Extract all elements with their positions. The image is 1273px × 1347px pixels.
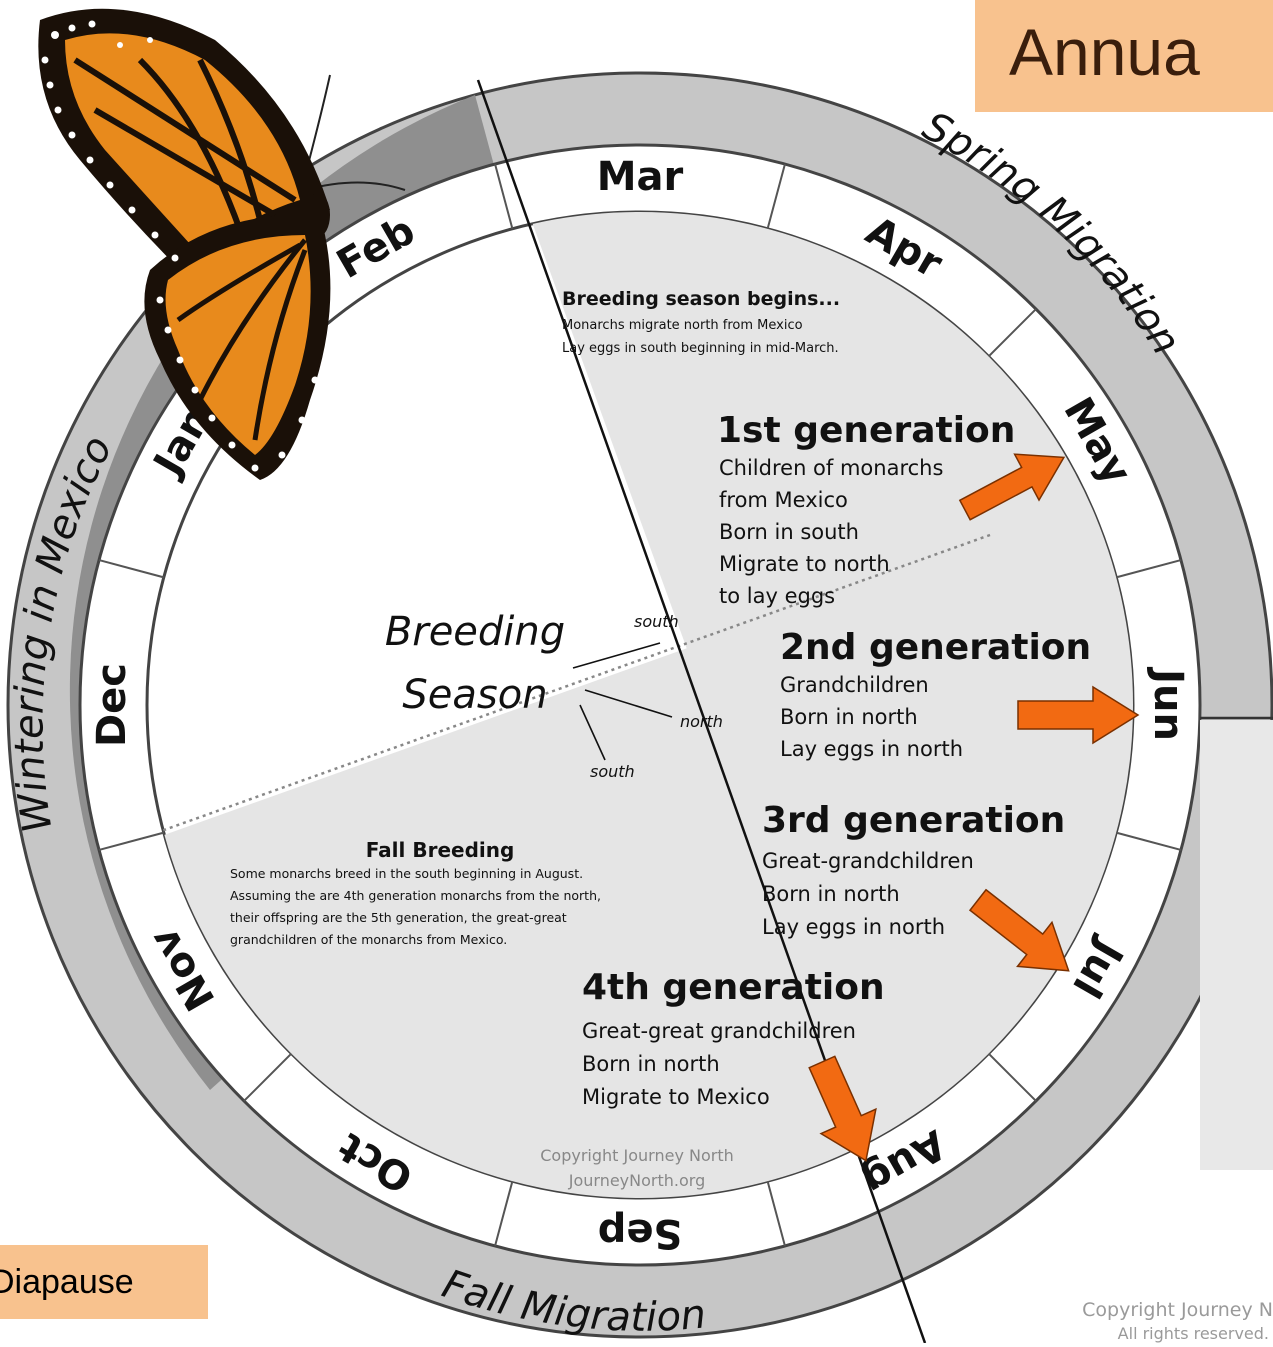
south-label-top: south: [634, 612, 679, 631]
fall-breeding-heading: Fall Breeding: [366, 838, 515, 862]
gen1-line-3: Born in south: [719, 520, 859, 544]
gen4-line-3: Migrate to Mexico: [582, 1085, 770, 1109]
breeding-begins-line-1: Monarchs migrate north from Mexico: [562, 318, 803, 333]
gen1-line-4: Migrate to north: [719, 552, 890, 576]
gen1-line-2: from Mexico: [719, 488, 848, 512]
gen2-line-3: Lay eggs in north: [780, 737, 963, 761]
gen4-line-1: Great-great grandchildren: [582, 1019, 856, 1043]
gen1-line-1: Children of monarchs: [719, 456, 943, 480]
month-label-sep: Sep: [598, 1210, 683, 1256]
gen1-heading: 1st generation: [717, 410, 1015, 451]
month-label-jun: Jun: [1145, 666, 1191, 741]
gen4-line-2: Born in north: [582, 1052, 720, 1076]
gen1-line-5: to lay eggs: [719, 584, 835, 608]
month-label-dec: Dec: [89, 663, 135, 747]
copyright-center-line-1: Copyright Journey North: [540, 1146, 734, 1165]
gen2-heading: 2nd generation: [780, 627, 1091, 668]
fall-breeding-line-4: grandchildren of the monarchs from Mexic…: [230, 932, 507, 947]
south-label-bottom: south: [590, 762, 635, 781]
gen3-heading: 3rd generation: [762, 800, 1065, 841]
month-label-mar: Mar: [597, 154, 684, 200]
fall-breeding-line-1: Some monarchs breed in the south beginni…: [230, 866, 583, 881]
title-text: Annua: [1009, 15, 1200, 89]
gen3-line-3: Lay eggs in north: [762, 915, 945, 939]
gen3-line-2: Born in north: [762, 882, 900, 906]
gen2-line-1: Grandchildren: [780, 673, 929, 697]
north-label: north: [680, 712, 723, 731]
breeding-begins-line-2: Lay eggs in south beginning in mid-March…: [562, 341, 839, 356]
gen2-line-2: Born in north: [780, 705, 918, 729]
season-label: Season: [402, 672, 547, 718]
fall-breeding-line-3: their offspring are the 5th generation, …: [230, 910, 567, 925]
gen3-line-1: Great-grandchildren: [762, 849, 974, 873]
breeding-label: Breeding: [385, 609, 565, 655]
copyright-corner-line-1: Copyright Journey N: [1082, 1299, 1273, 1321]
fall-breeding-line-2: Assuming the are 4th generation monarchs…: [230, 888, 601, 903]
diapause-box: Diapause: [0, 1245, 208, 1319]
gen4-heading: 4th generation: [582, 967, 885, 1008]
right-light-band: [1200, 720, 1273, 1170]
breeding-begins-heading: Breeding season begins...: [562, 288, 840, 310]
copyright-corner-line-2: All rights reserved.: [1118, 1324, 1269, 1343]
copyright-center-line-2: JourneyNorth.org: [568, 1171, 705, 1190]
title-box: Annua: [975, 0, 1273, 112]
diapause-text: Diapause: [0, 1263, 134, 1301]
